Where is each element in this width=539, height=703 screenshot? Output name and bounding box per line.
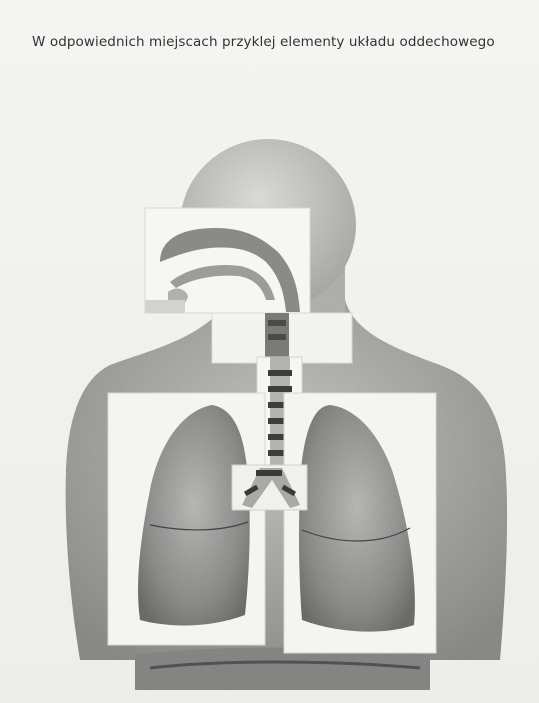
left-lung-cutout <box>108 393 265 645</box>
head-airway-cutout <box>145 208 310 313</box>
right-lung-cutout <box>284 393 436 653</box>
neck-cutout <box>212 313 352 363</box>
bronchi-cutout <box>232 465 307 510</box>
